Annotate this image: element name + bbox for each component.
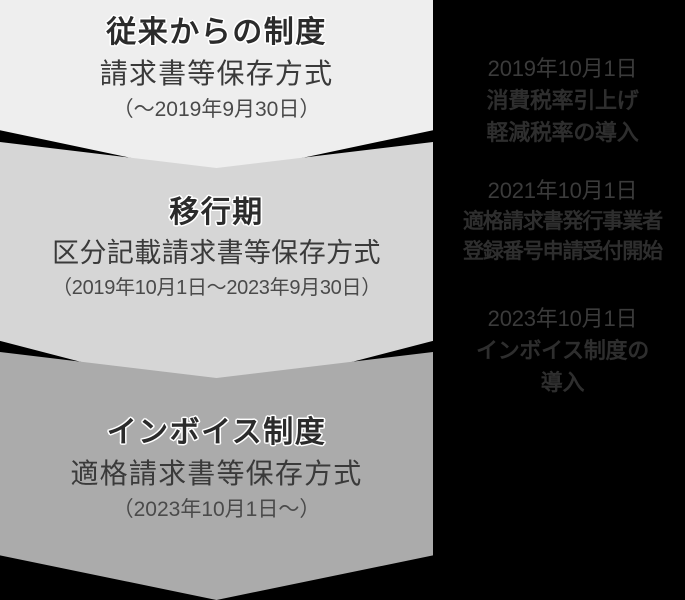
annotation-line: 導入 [540,369,585,395]
band-method-label: 区分記載請求書等保存方式 [52,238,381,269]
band-method-label: 適格請求書等保存方式 [70,458,363,490]
band-text-group: インボイス制度 適格請求書等保存方式 （2023年10月1日〜） [0,352,433,522]
annotation-2021: 2021年10月1日 適格請求書発行事業者 登録番号申請受付開始 [440,177,685,266]
band-heading: 移行期 [169,196,264,229]
band-period-label: （2023年10月1日〜） [112,497,321,521]
band-heading: 従来からの制度 [106,16,327,49]
annotation-line: 消費税率引上げ [486,87,639,113]
timeline-band-invoice-system: インボイス制度 適格請求書等保存方式 （2023年10月1日〜） [0,352,433,600]
annotation-line: インボイス制度の [476,337,649,363]
timeline-chevron-stack: 従来からの制度 請求書等保存方式 （〜2019年9月30日） 移行期 区分記載請… [0,0,433,600]
annotation-rail: 2019年10月1日 消費税率引上げ 軽減税率の導入 2021年10月1日 適格… [440,0,685,600]
annotation-2023: 2023年10月1日 インボイス制度の 導入 [440,305,685,397]
timeline-band-transition-period: 移行期 区分記載請求書等保存方式 （2019年10月1日〜2023年9月30日） [0,142,433,397]
annotation-line: 登録番号申請受付開始 [463,240,663,264]
annotation-date: 2023年10月1日 [487,306,638,331]
band-period-label: （〜2019年9月30日） [112,97,321,121]
band-text-group: 従来からの制度 請求書等保存方式 （〜2019年9月30日） [0,0,433,122]
annotation-line: 軽減税率の導入 [486,119,639,145]
annotation-date: 2019年10月1日 [487,56,638,81]
annotation-line: 適格請求書発行事業者 [463,209,663,233]
annotation-2019: 2019年10月1日 消費税率引上げ 軽減税率の導入 [440,55,685,147]
band-method-label: 請求書等保存方式 [99,58,334,90]
timeline-band-previous-system: 従来からの制度 請求書等保存方式 （〜2019年9月30日） [0,0,433,176]
band-period-label: （2019年10月1日〜2023年9月30日） [52,276,381,299]
band-heading: インボイス制度 [106,416,327,449]
annotation-date: 2021年10月1日 [487,178,638,203]
band-text-group: 移行期 区分記載請求書等保存方式 （2019年10月1日〜2023年9月30日） [0,142,433,300]
